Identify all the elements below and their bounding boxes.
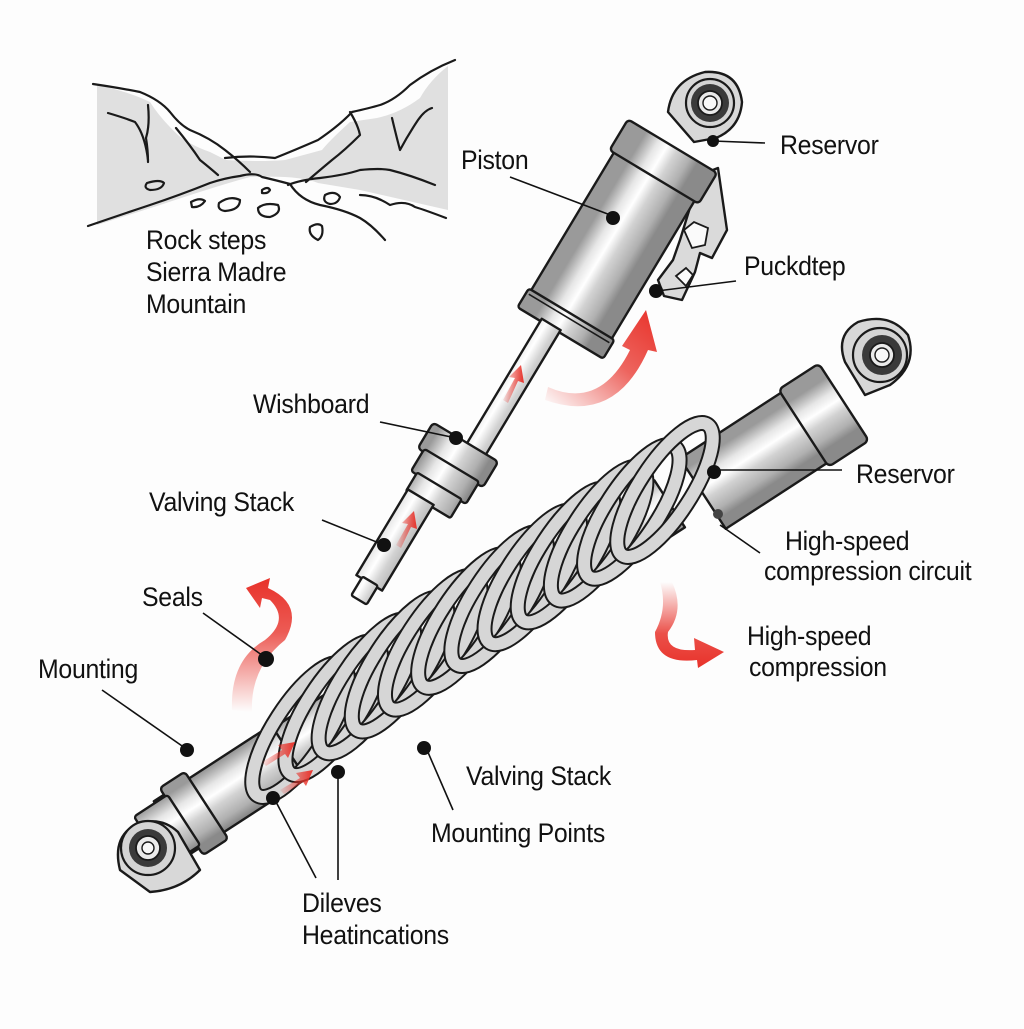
flow-arrow-icon <box>503 365 524 403</box>
label-dileves-line-1: Dileves <box>302 888 382 918</box>
label-mounting-points: Mounting Points <box>431 818 605 848</box>
label-dileves-line-2: Heatincations <box>302 920 449 950</box>
upper-shock-assembly <box>350 70 744 606</box>
flow-arrow-icon <box>262 742 295 766</box>
upper-eye-mount <box>666 70 744 144</box>
lower-top-eye-mount <box>840 317 912 397</box>
label-valving-stack-upper: Valving Stack <box>149 487 295 517</box>
label-reservor-top: Reservor <box>780 130 879 160</box>
leader-lines <box>101 135 842 880</box>
label-wishboard: Wishboard <box>253 389 370 419</box>
label-hs-circuit-line-2: compression circuit <box>764 556 972 586</box>
terrain-caption-line-3: Mountain <box>146 289 246 319</box>
flow-arrow-icon <box>280 770 313 794</box>
label-piston: Piston <box>461 145 529 175</box>
label-reservor-lower: Reservor <box>856 459 955 489</box>
bottom-eye-mount <box>116 819 202 894</box>
label-hs-compression-line-1: High-speed <box>747 621 872 651</box>
terrain-caption-line-1: Rock steps <box>146 225 267 255</box>
label-hs-circuit-line-1: High-speed <box>785 526 910 556</box>
label-seals: Seals <box>142 582 203 612</box>
coil-spring <box>244 415 721 805</box>
label-hs-compression-line-2: compression <box>749 652 887 682</box>
label-mounting: Mounting <box>38 654 138 684</box>
flow-arrow-icon <box>396 511 417 548</box>
label-valving-stack-lower: Valving Stack <box>466 761 612 791</box>
terrain-fill <box>97 66 448 225</box>
seals-flow-arrow-icon <box>231 578 293 712</box>
compression-flow-arrow-icon <box>655 582 724 668</box>
main-coilover-assembly <box>116 317 912 894</box>
spring-coil-face <box>611 417 719 563</box>
curved-flow-arrow-icon <box>545 310 657 407</box>
lower-upper-body <box>678 364 869 530</box>
upper-collar <box>405 422 499 519</box>
label-puckdtep: Puckdtep <box>744 251 846 281</box>
upper-cylinder <box>517 119 717 359</box>
terrain-inset <box>86 58 457 242</box>
terrain-caption-line-2: Sierra Madre <box>146 257 287 287</box>
